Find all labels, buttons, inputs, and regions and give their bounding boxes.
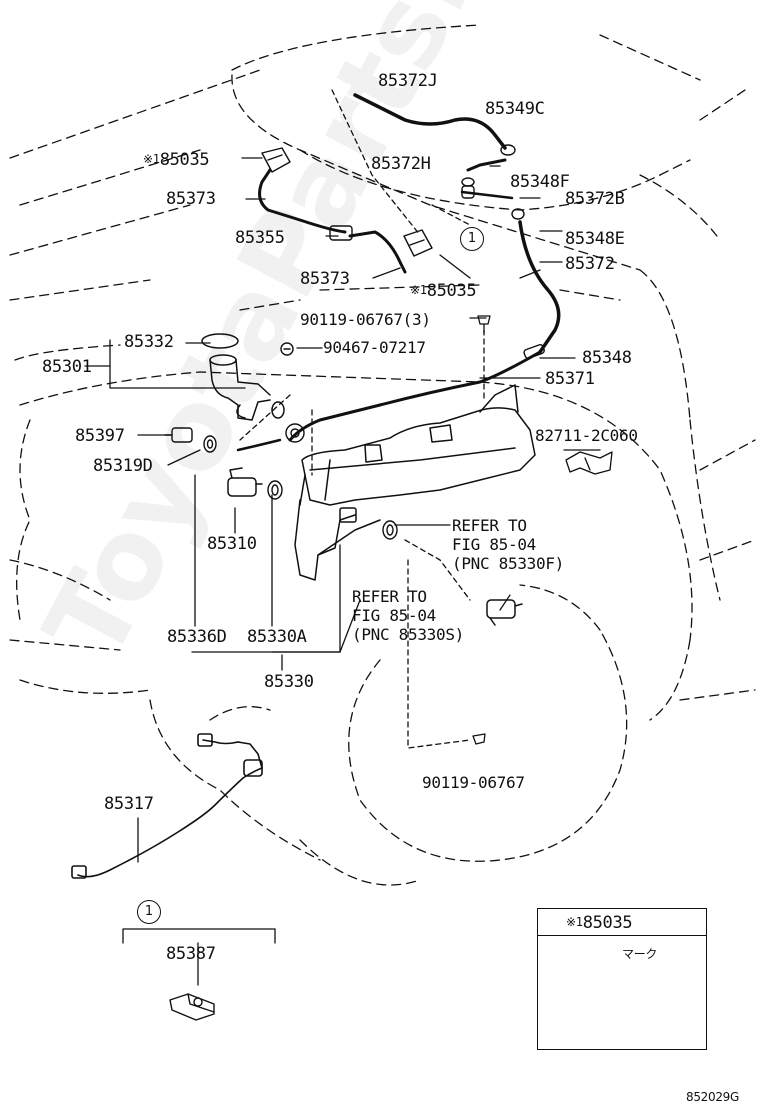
inset-title: ※185035 [566,913,633,933]
nozzle-85035-lower [403,229,433,257]
inset-mark-label: マーク [622,947,658,961]
bolt-90119-06767-3 [477,315,491,334]
figure-code: 852029G [686,1090,740,1104]
joint-85355 [329,225,353,241]
seal-ring [285,423,305,443]
label-85348E: 85348E [565,229,625,249]
label-85310: 85310 [207,534,257,554]
nozzle-85035-upper [261,147,291,173]
hose-85372 [518,220,561,354]
cap-90467-07217 [280,342,294,356]
hose-85373-lower [348,230,407,274]
washer-tank [294,384,536,581]
label-85372: 85372 [565,254,615,274]
grommet-85330A [267,480,283,500]
refer-rear: REFER TO FIG 85-04 (PNC 85330S) [352,587,464,644]
label-85387: 85387 [166,944,216,964]
label-85372J: 85372J [378,71,438,91]
joint-85348 [523,343,545,359]
pump-85310 [227,467,263,497]
leader-lines-dashed [239,89,485,749]
hose-85372H [466,158,507,172]
label-85319D: 85319D [93,456,153,476]
label-85332: 85332 [124,332,174,352]
label-85336D: 85336D [167,627,227,647]
label-85330A: 85330A [247,627,307,647]
grommet-85319D [203,435,217,453]
label-85397: 85397 [75,426,125,446]
callout-1-detail: 1 [137,900,161,924]
bolt-90119-06767 [472,733,486,745]
label-90119-06767-3: 90119-06767(3) [300,310,431,329]
sensor-85397 [164,427,193,443]
label-85348F: 85348F [510,172,570,192]
label-85349C: 85349C [485,99,545,119]
clip-85387 [169,993,215,1021]
note-mark: ※1 [410,283,427,297]
label-85372B: 85372B [565,189,625,209]
joint-85348F [461,177,475,199]
label-85372H: 85372H [371,154,431,174]
label-85373-mid: 85373 [300,269,350,289]
inset-85035: ※185035 マーク [537,908,707,1050]
label-85355: 85355 [235,228,285,248]
label-85301: 85301 [42,357,92,377]
label-85348: 85348 [582,348,632,368]
hose-tank [236,438,282,452]
filler-neck-85301 [201,333,285,421]
hose-85372B [460,190,514,200]
label-85317: 85317 [104,794,154,814]
joint-85349C [500,144,516,156]
callout-1-diagram: 1 [460,227,484,251]
hose-85371 [288,350,542,442]
label-85373-top: 85373 [166,189,216,209]
pump-85330F [486,599,523,626]
leader-lines [84,157,601,986]
harness-85317 [71,733,263,879]
label-85330: 85330 [264,672,314,692]
label-90119-06767: 90119-06767 [422,773,525,792]
vehicle-outline [9,24,756,886]
grommet-85336D [382,520,398,540]
refer-front: REFER TO FIG 85-04 (PNC 85330F) [452,516,564,573]
label-85371: 85371 [545,369,595,389]
label-85035-top: ※185035 [143,150,210,170]
label-85035-mid: ※185035 [410,281,477,301]
note-mark: ※1 [143,152,160,166]
hose-85373-upper [258,168,347,234]
joint-85348E [511,208,525,220]
label-82711-2C060: 82711-2C060 [535,426,638,445]
label-90467-07217: 90467-07217 [323,338,426,357]
inset-header: ※185035 [538,909,706,936]
hose-85372J [353,93,507,150]
clamp-82711-2C060 [565,451,613,475]
